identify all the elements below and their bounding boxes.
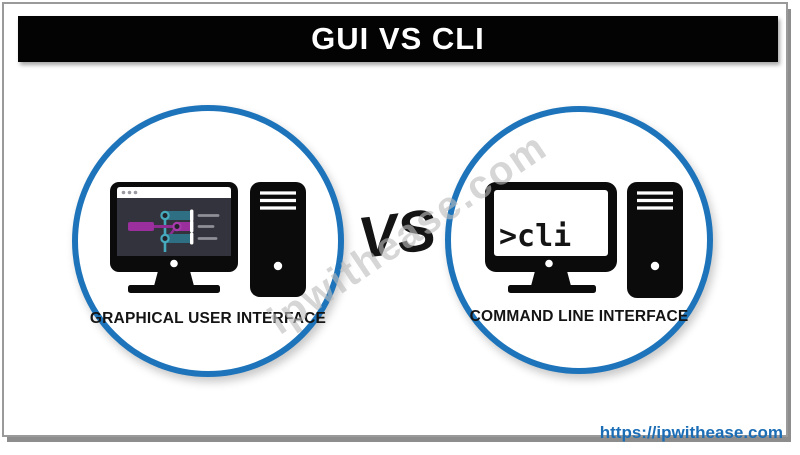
cli-monitor-icon: >cli: [485, 182, 617, 293]
footer-site-link[interactable]: https://ipwithease.com: [599, 423, 783, 442]
gui-card-circle: GRAPHICAL USER INTERFACE: [72, 105, 344, 377]
gui-flowchart-icon: [128, 209, 220, 252]
page-title: GUI VS CLI: [311, 21, 485, 56]
cli-computer-icon: >cli: [485, 182, 683, 298]
gui-monitor-icon: [110, 182, 238, 293]
gui-card-label: GRAPHICAL USER INTERFACE: [89, 310, 327, 327]
window-dot-icon: [127, 190, 132, 195]
window-dot-icon: [133, 190, 138, 195]
cli-tower-icon: [627, 182, 683, 298]
cli-card-label: COMMAND LINE INTERFACE: [469, 308, 689, 325]
window-dot-icon: [121, 190, 126, 195]
cli-card-circle: >cli COMMAND LINE INTERFACE: [445, 106, 713, 374]
gui-tower-icon: [250, 182, 306, 297]
cli-screen-text: >cli: [499, 219, 571, 254]
gui-computer-icon: [110, 182, 306, 297]
header-bar: GUI VS CLI: [18, 16, 778, 62]
vs-label: VS: [354, 197, 440, 271]
